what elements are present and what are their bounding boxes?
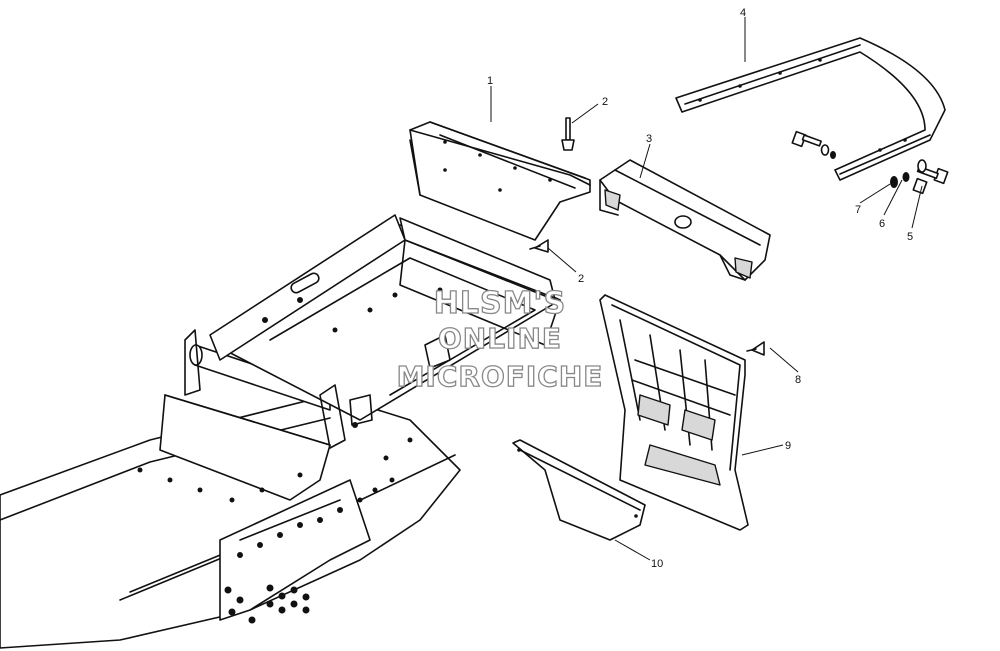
bolt-upper-left bbox=[791, 130, 836, 159]
chassis-tunnel-assembly bbox=[0, 214, 561, 649]
watermark-line-2: ONLINE bbox=[437, 321, 563, 355]
callout-3: 3 bbox=[646, 133, 652, 145]
callout-4: 4 bbox=[740, 7, 746, 19]
callout-2-upper: 2 bbox=[602, 96, 608, 108]
part-10-plate-bracket bbox=[512, 439, 646, 541]
callout-labels: 1 2 2 3 4 5 6 7 8 9 10 bbox=[487, 7, 913, 570]
callout-2-lower: 2 bbox=[578, 273, 584, 285]
leader-lines bbox=[490, 17, 923, 561]
part-9-snow-flap bbox=[599, 294, 749, 531]
callout-1: 1 bbox=[487, 75, 493, 87]
part-6-lock-washer bbox=[902, 159, 927, 182]
part-1-trunk-lid bbox=[409, 121, 591, 241]
callout-6: 6 bbox=[879, 218, 885, 230]
part-2-push-rivet-lower bbox=[529, 239, 549, 253]
callout-7: 7 bbox=[855, 204, 861, 216]
part-5-bolt bbox=[912, 165, 949, 195]
part-2-push-rivet-upper bbox=[561, 117, 575, 151]
watermark-line-1: HLSM'S bbox=[433, 285, 567, 321]
callout-10: 10 bbox=[651, 558, 663, 570]
callout-5: 5 bbox=[907, 231, 913, 243]
watermark-line-3: MICROFICHE bbox=[396, 359, 604, 393]
part-7-flat-washer bbox=[890, 176, 898, 188]
callout-9: 9 bbox=[785, 440, 791, 452]
part-3-rear-bracket bbox=[599, 159, 771, 281]
part-8-rivet bbox=[746, 341, 765, 356]
callout-8: 8 bbox=[795, 374, 801, 386]
part-4-grab-handle bbox=[675, 37, 946, 181]
